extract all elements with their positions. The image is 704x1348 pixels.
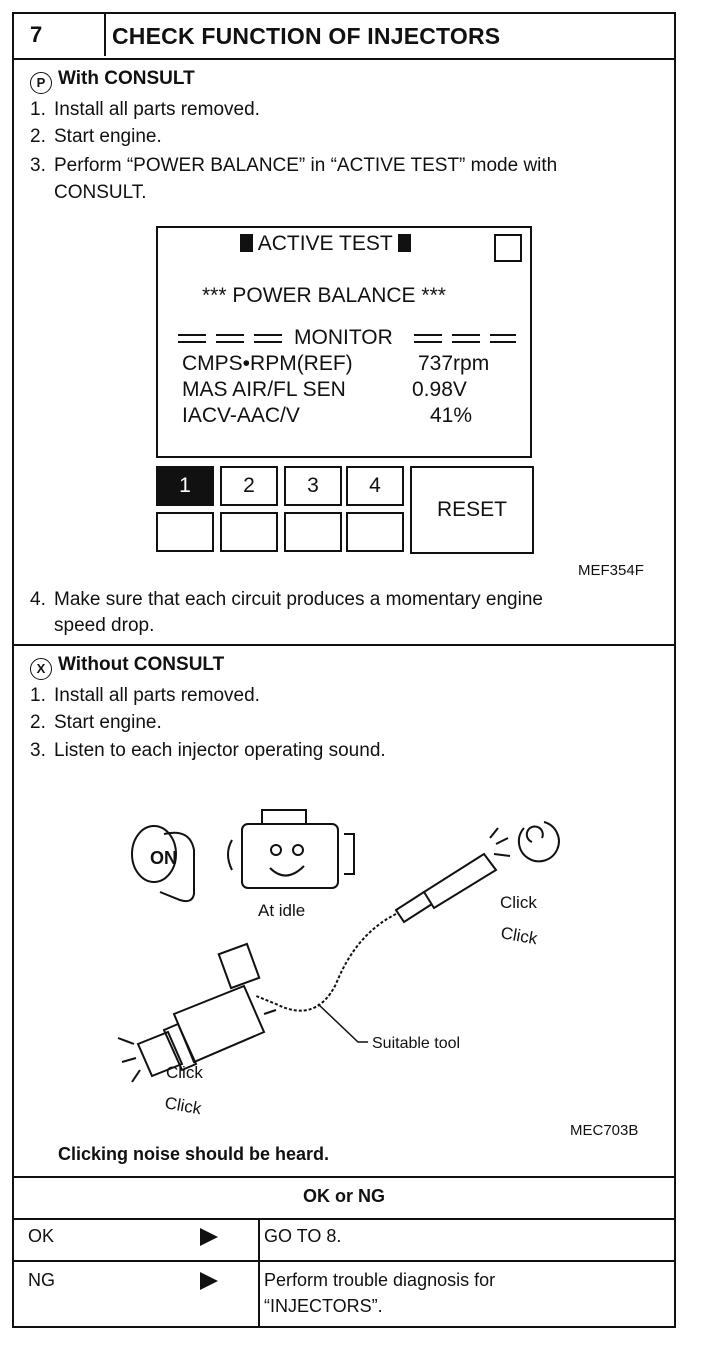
status-label: NG (28, 1270, 55, 1290)
step-text: Listen to each injector operating sound. (54, 740, 386, 761)
stethoscope-tool-icon (255, 821, 560, 1012)
step-text: CONSULT. (54, 182, 147, 203)
procedure-frame: 7 CHECK FUNCTION OF INJECTORS P With CONS… (12, 12, 676, 1328)
consult-step-2: 2. Start engine. (30, 123, 162, 150)
step-header: 7 CHECK FUNCTION OF INJECTORS (14, 14, 674, 60)
at-idle-label: At idle (258, 901, 305, 920)
cylinder-3-key[interactable]: 3 (284, 466, 342, 506)
arrow-right-icon (200, 1228, 218, 1246)
step-text: Start engine. (54, 712, 162, 733)
step-number: 7 (14, 14, 106, 56)
step-text: Install all parts removed. (54, 99, 260, 120)
cylinder-2-key[interactable]: 2 (220, 466, 278, 506)
click-label-top: Click (500, 893, 537, 912)
step-text: Make sure that each circuit produces a m… (54, 589, 543, 610)
blank-key[interactable] (220, 512, 278, 552)
consult-step-1: 1. Install all parts removed. (30, 96, 260, 123)
monitor-row-label: CMPS•RPM(REF) (182, 352, 353, 375)
screen-title: ACTIVE TEST (257, 232, 393, 255)
suitable-tool-label: Suitable tool (372, 1035, 460, 1052)
ignition-key-icon: ON (131, 825, 195, 903)
step-num: 1. (30, 685, 46, 706)
monitor-row-value: 41% (430, 404, 473, 427)
screen-title-row: ACTIVE TEST (240, 232, 412, 256)
with-consult-title: With CONSULT (58, 68, 195, 89)
action-text-cont: “INJECTORS”. (264, 1296, 383, 1316)
consult-step-3: 3. Perform “POWER BALANCE” in “ACTIVE TES… (30, 152, 557, 179)
step-num: 4. (30, 589, 46, 610)
black-square-icon (240, 234, 253, 252)
table-divider (14, 1260, 674, 1262)
monitor-row-label: IACV-AAC/V (182, 404, 300, 427)
step-text: Install all parts removed. (54, 685, 260, 706)
step-num: 3. (30, 740, 46, 761)
table-column-divider (258, 1218, 260, 1326)
injector-icon (136, 942, 277, 1078)
monitor-row-label: MAS AIR/FL SEN (182, 378, 346, 401)
clicking-note: Clicking noise should be heard. (58, 1144, 330, 1164)
blank-key[interactable] (346, 512, 404, 552)
table-divider (14, 1218, 674, 1220)
screen-monitor-label: MONITOR (294, 326, 393, 349)
screen-subtitle: *** POWER BALANCE *** (202, 284, 446, 307)
click-label-bottom: Click (166, 1063, 203, 1082)
step-text: Perform “POWER BALANCE” in “ACTIVE TEST”… (54, 155, 558, 176)
step-num: 3. (30, 155, 46, 176)
monitor-divider (178, 334, 516, 343)
with-consult-heading: P With CONSULT (30, 68, 195, 94)
click-label-bottom-2: Click (163, 1093, 203, 1118)
consult-step-4: 4. Make sure that each circuit produces a… (30, 586, 543, 613)
key-on-label: ON (150, 848, 177, 868)
consult-screen: ACTIVE TEST *** POWER BALANCE *** MONITO… (156, 226, 532, 458)
without-consult-title: Without CONSULT (58, 654, 225, 675)
status-label: OK (28, 1226, 55, 1246)
tool-leader-line (317, 1003, 368, 1043)
cylinder-1-key[interactable]: 1 (156, 466, 214, 506)
manual-step-2: 2. Start engine. (30, 709, 162, 736)
step-text: Start engine. (54, 126, 162, 147)
step-num: 1. (30, 99, 46, 120)
section-divider (14, 1176, 674, 1178)
step-num: 2. (30, 126, 46, 147)
manual-step-3: 3. Listen to each injector operating soun… (30, 737, 386, 764)
screen-corner-box[interactable] (494, 234, 522, 262)
result-title: OK or NG (302, 1186, 385, 1206)
action-text: Perform trouble diagnosis for (264, 1270, 496, 1290)
without-consult-heading: X Without CONSULT (30, 654, 224, 680)
consult-icon: P (30, 72, 52, 94)
injector-sound-illustration: ON At idle Click Click (117, 809, 560, 1118)
figure-code-2: MEC703B (570, 1122, 639, 1139)
section-divider (14, 644, 674, 646)
action-text: GO TO 8. (264, 1226, 342, 1246)
arrow-right-icon (200, 1272, 218, 1290)
monitor-row-value: 737rpm (418, 352, 490, 375)
engine-icon (227, 809, 355, 889)
cylinder-4-key[interactable]: 4 (346, 466, 404, 506)
black-square-icon (398, 234, 412, 252)
monitor-row-value: 0.98V (412, 378, 467, 401)
reset-key[interactable]: RESET (410, 466, 534, 554)
click-label-top-2: Click (499, 923, 539, 948)
step-title: CHECK FUNCTION OF INJECTORS (112, 23, 501, 49)
figure-code: MEF354F (578, 562, 644, 579)
step-num: 2. (30, 712, 46, 733)
blank-key[interactable] (156, 512, 214, 552)
sound-lines-icon (117, 1037, 141, 1083)
consult-step-4-cont: speed drop. (54, 615, 155, 636)
consult-step-3-cont: CONSULT. (30, 179, 147, 206)
manual-step-1: 1. Install all parts removed. (30, 682, 260, 709)
no-consult-icon: X (30, 658, 52, 680)
blank-key[interactable] (284, 512, 342, 552)
